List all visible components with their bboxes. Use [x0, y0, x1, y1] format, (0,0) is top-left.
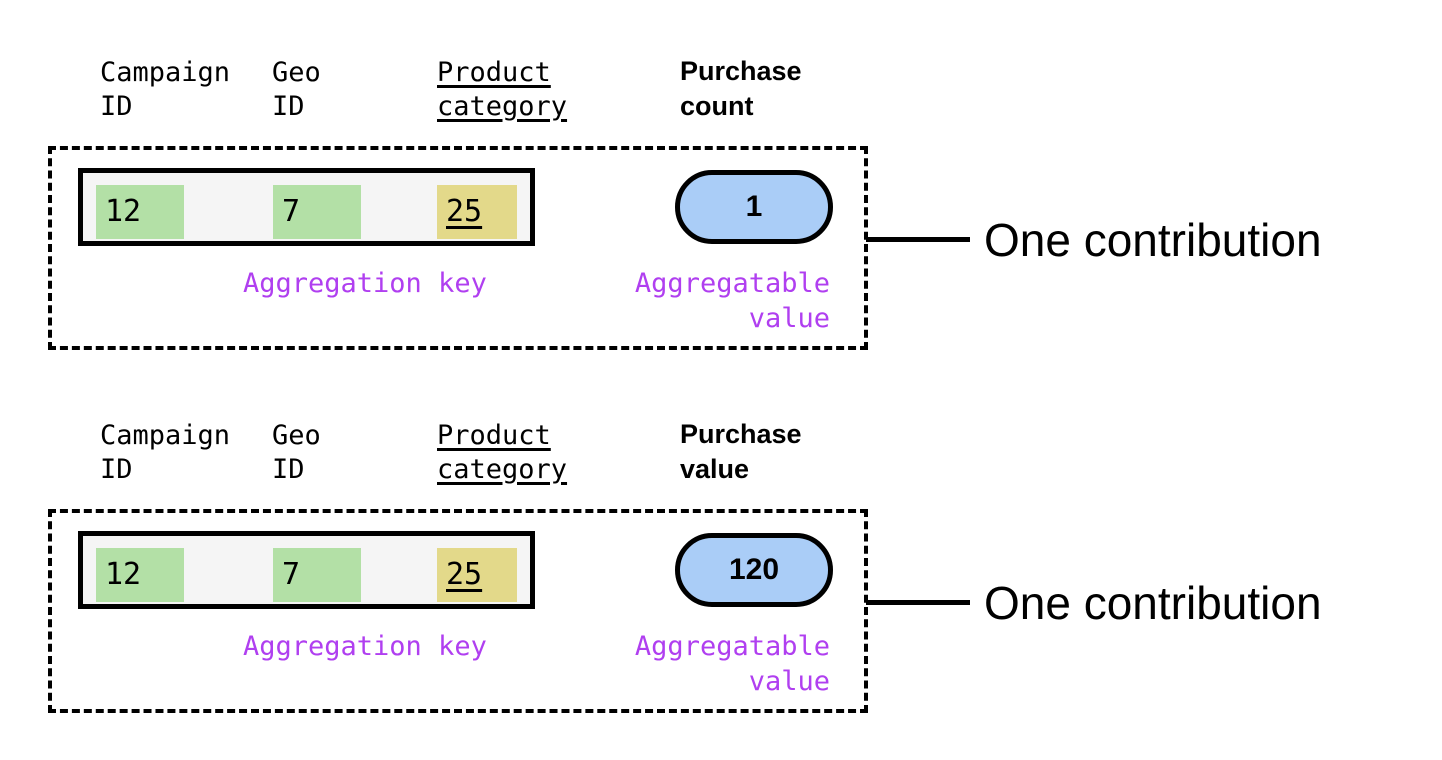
key-cell-campaign-id: 12 — [96, 548, 184, 602]
aggregatable-value-text: 120 — [728, 553, 780, 586]
key-cell-geo-id: 7 — [273, 548, 361, 602]
callout-label-one-contribution: One contribution — [984, 214, 1322, 266]
aggregatable-value-pill: 1 — [675, 170, 833, 244]
key-cell-product-category: 25 — [437, 548, 517, 602]
header-metric-purchase-value: Purchase value — [680, 419, 802, 484]
aggregation-key-row: 12 7 25 — [78, 531, 535, 609]
header-product-category-line2: category — [437, 454, 568, 485]
aggregation-key-row: 12 7 25 — [78, 168, 535, 246]
annotation-aggregatable-value: Aggregatable value — [634, 631, 830, 697]
annotation-aggregatable-value: Aggregatable value — [634, 268, 830, 334]
contribution-boundary — [48, 146, 868, 350]
header-metric-purchase-count: Purchase count — [680, 56, 802, 121]
header-product-category-line2: category — [437, 91, 568, 122]
annotation-aggregation-key: Aggregation key — [243, 631, 487, 662]
header-geo-id: Geo ID — [272, 57, 321, 122]
key-cell-campaign-id: 12 — [96, 185, 184, 239]
header-geo-id: Geo ID — [272, 420, 321, 485]
header-product-category-line1: Product — [437, 420, 551, 451]
aggregatable-value-pill: 120 — [675, 533, 833, 607]
key-cell-geo-id: 7 — [273, 185, 361, 239]
key-cell-product-category: 25 — [437, 185, 517, 239]
callout-connector-line — [866, 600, 970, 605]
annotation-aggregation-key: Aggregation key — [243, 268, 487, 299]
header-campaign-id: Campaign ID — [100, 420, 231, 485]
callout-label-one-contribution: One contribution — [984, 577, 1322, 629]
header-campaign-id: Campaign ID — [100, 57, 231, 122]
aggregatable-value-text: 1 — [745, 190, 763, 223]
contribution-boundary — [48, 509, 868, 713]
callout-connector-line — [866, 237, 970, 242]
header-product-category-line1: Product — [437, 57, 551, 88]
